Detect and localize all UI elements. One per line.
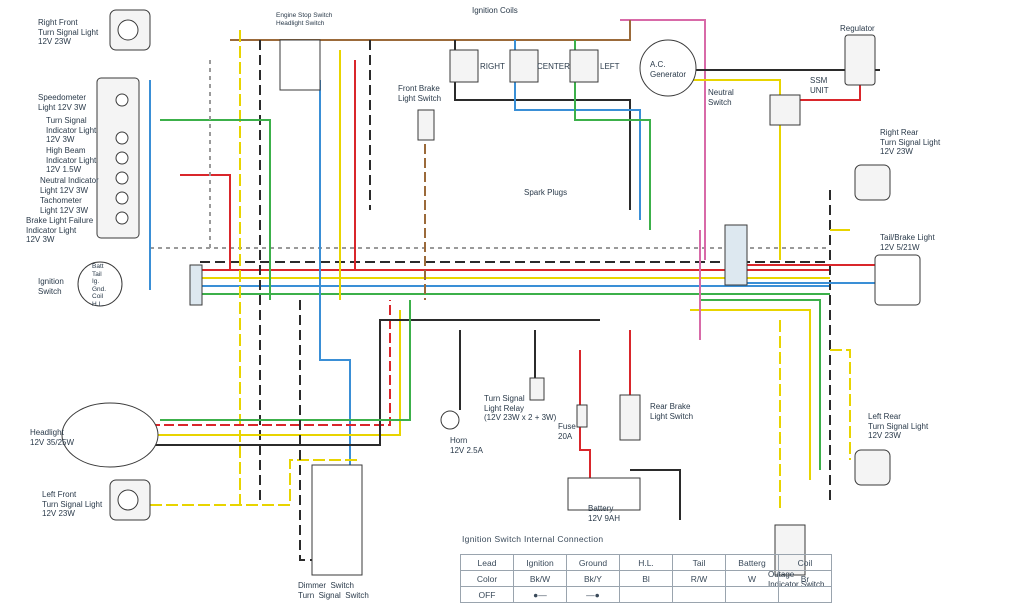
- ac-generator-body: [639, 39, 697, 97]
- label-rear-brake: Rear Brake Light Switch: [650, 402, 694, 421]
- wire-green-right: [700, 299, 821, 470]
- label-ignition-switch: Ignition Switch: [38, 277, 64, 296]
- label-horn: Horn 12V 2.5A: [450, 436, 483, 455]
- wire-yellow-right: [690, 309, 811, 480]
- table-cell: Bk/Y: [566, 570, 620, 587]
- wire-yellow-low: [150, 310, 401, 436]
- wire-green-low: [160, 300, 411, 421]
- front-brake-switch-body: [417, 109, 435, 141]
- wire-black-low: [150, 319, 600, 446]
- label-right-rear-turn: Right Rear Turn Signal Light 12V 23W: [880, 128, 941, 156]
- label-turn-indicator: Turn Signal Indicator Light 12V 3W: [46, 116, 97, 144]
- table-cell: —●: [566, 586, 620, 603]
- wire-red-batt: [579, 350, 591, 490]
- label-right-front-turn: Right Front Turn Signal Light 12V 23W: [38, 18, 99, 46]
- table-header-cell: Tail: [672, 554, 726, 571]
- table-header-cell: Coil: [778, 554, 832, 571]
- table-row: Color Bk/W Bk/Y Bl R/W W Br: [460, 570, 832, 587]
- label-speedometer: Speedometer Light 12V 3W: [38, 93, 87, 112]
- wire-yellow-lf: [150, 459, 360, 506]
- label-coil-right: RIGHT: [480, 62, 505, 71]
- table-cell: Bk/W: [513, 570, 567, 587]
- table-cell: [725, 586, 779, 603]
- headlight-body: [61, 402, 159, 468]
- table-header-cell: Lead: [460, 554, 514, 571]
- wire-brown-top: [230, 20, 631, 41]
- tail-brake-lamp: [874, 254, 921, 306]
- switch-table-title: Ignition Switch Internal Connection: [462, 534, 604, 544]
- coil-center: [509, 49, 539, 83]
- label-ssm-unit: SSM UNIT: [810, 76, 829, 95]
- table-cell: [619, 586, 673, 603]
- table-row: OFF ●— —●: [460, 586, 832, 603]
- label-left-front-turn: Left Front Turn Signal Light 12V 23W: [42, 490, 103, 518]
- table-cell-off: OFF: [460, 586, 514, 603]
- label-front-brake: Front Brake Light Switch: [398, 84, 442, 103]
- table-header-cell: Ground: [566, 554, 620, 571]
- label-fuse: Fuse 20A: [558, 422, 576, 441]
- wire-red-low: [150, 300, 391, 426]
- label-dimmer: Dimmer Switch Turn Signal Switch: [298, 581, 369, 600]
- label-brake-failure: Brake Light Failure Indicator Light 12V …: [26, 216, 94, 244]
- rear-brake-switch-body: [619, 394, 641, 441]
- wire-green-left: [160, 119, 271, 300]
- horn-body: [440, 410, 460, 430]
- label-neutral-indicator: Neutral Indicator Light 12V 3W: [40, 176, 99, 195]
- wire-red-left: [180, 174, 231, 270]
- table-cell: [778, 586, 832, 603]
- label-tachometer: Tachometer Light 12V 3W: [40, 196, 89, 215]
- label-coil-left: LEFT: [600, 62, 620, 71]
- label-engine-stop: Engine Stop Switch Headlight Switch: [276, 12, 333, 27]
- wire-black-batt: [630, 469, 681, 520]
- label-battery: Battery 12V 9AH: [588, 504, 621, 523]
- ignition-switch-table: Lead Ignition Ground H.L. Tail Batterg C…: [460, 554, 832, 603]
- label-ignition-coils: Ignition Coils: [472, 6, 518, 15]
- label-regulator: Regulator: [840, 24, 875, 33]
- right-rear-turn-lamp: [854, 164, 891, 201]
- table-header-cell: H.L.: [619, 554, 673, 571]
- left-rear-turn-lamp: [854, 449, 891, 486]
- table-cell: [672, 586, 726, 603]
- label-high-beam: High Beam Indicator Light 12V 1.5W: [46, 146, 97, 174]
- dimmer-switch-box: [311, 464, 363, 576]
- ign-connector: [189, 264, 203, 306]
- label-spark-plugs: Spark Plugs: [524, 188, 568, 197]
- label-left-rear-turn: Left Rear Turn Signal Light 12V 23W: [868, 412, 929, 440]
- label-tail-brake: Tail/Brake Light 12V 5/21W: [880, 233, 935, 252]
- label-headlight: Headlight 12V 35/25W: [30, 428, 75, 447]
- relay-body: [529, 377, 545, 401]
- ignition-switch-body: [77, 261, 123, 307]
- table-header-row: Lead Ignition Ground H.L. Tail Batterg C…: [460, 554, 832, 571]
- wire-blue-es: [319, 80, 351, 470]
- table-cell: Bl: [619, 570, 673, 587]
- table-header-cell: Batterg: [725, 554, 779, 571]
- label-coil-center: CENTER: [537, 62, 570, 71]
- label-neutral-switch: Neutral Switch: [708, 88, 734, 107]
- ssm-unit-body: [769, 94, 801, 126]
- table-cell: Br: [778, 570, 832, 587]
- engine-stop-switch: [279, 39, 321, 91]
- wire-yellow-gen: [670, 79, 781, 260]
- table-cell: R/W: [672, 570, 726, 587]
- regulator-body: [844, 34, 876, 86]
- table-cell: Color: [460, 570, 514, 587]
- label-ign-terminals: Batt Tail Ig. Gnd. Coil H.L.: [92, 263, 107, 308]
- battery-body: [567, 477, 641, 511]
- coil-left: [569, 49, 599, 83]
- main-connector: [724, 224, 748, 286]
- table-header-cell: Ignition: [513, 554, 567, 571]
- table-cell: ●—: [513, 586, 567, 603]
- wire-yellow-lr: [830, 349, 851, 460]
- table-cell: W: [725, 570, 779, 587]
- label-ac-generator: A.C. Generator: [650, 60, 687, 79]
- fuse-body: [576, 404, 588, 428]
- wire-pink-top: [620, 19, 706, 260]
- coil-right: [449, 49, 479, 83]
- label-turn-relay: Turn Signal Light Relay (12V 23W x 2 + 3…: [484, 394, 557, 422]
